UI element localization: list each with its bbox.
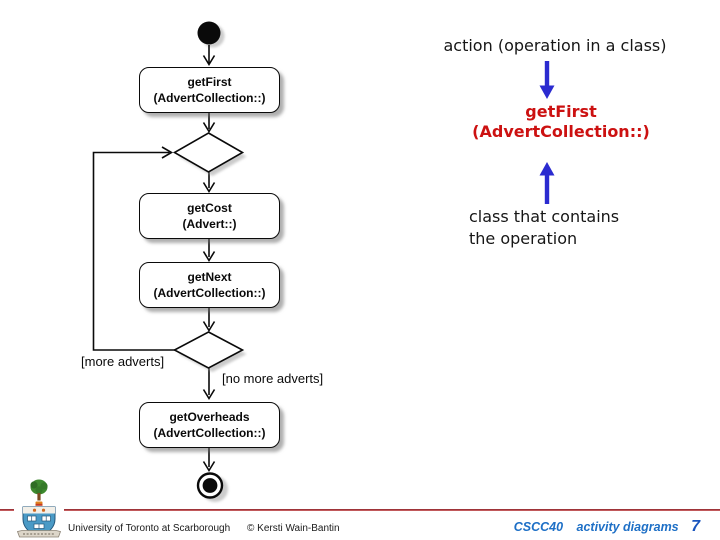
course-code: CSCC40 <box>513 520 564 534</box>
action-box-label: getNext <box>187 270 232 284</box>
guard-label-no-more-adverts: [no more adverts] <box>222 371 324 386</box>
footer-copyright: © Kersti Wain-Bantin <box>247 523 340 534</box>
action-box-class: (AdvertCollection::) <box>153 426 266 440</box>
university-of-toronto-crest-logo <box>14 477 64 540</box>
action-box-getnext: getNext (AdvertCollection::) <box>139 262 280 308</box>
end-node-icon <box>196 472 228 502</box>
annotation-class-label: class that contains the operation <box>469 207 620 248</box>
highlight-class: (AdvertCollection::) <box>472 122 650 141</box>
annotation-highlight-text: getFirst (AdvertCollection::) <box>432 102 690 142</box>
action-box-class: (AdvertCollection::) <box>153 286 266 300</box>
highlight-operation: getFirst <box>525 102 597 121</box>
guard-label-more-adverts: [more adverts] <box>81 354 165 369</box>
decision-diamond-1 <box>172 132 247 176</box>
page-number: 7 <box>691 518 700 535</box>
action-box-label: getFirst <box>187 75 232 89</box>
footer-institution: University of Toronto at Scarborough <box>68 523 231 534</box>
annotation-arrow-down-icon <box>539 61 555 99</box>
edge-loop-back <box>92 151 175 351</box>
action-box-label: getOverheads <box>169 410 250 424</box>
annotation-action-label: action (operation in a class) <box>443 36 667 55</box>
action-box-getcost: getCost (Advert::) <box>139 193 280 239</box>
action-box-class: (Advert::) <box>182 217 237 231</box>
decision-diamond-2 <box>172 331 247 372</box>
start-node-icon <box>197 21 225 48</box>
footer-course-info: CSCC40 activity diagrams 7 <box>498 518 700 536</box>
action-box-getfirst: getFirst (AdvertCollection::) <box>139 67 280 113</box>
annotation-arrow-up-icon <box>539 162 555 204</box>
course-topic: activity diagrams <box>576 520 679 534</box>
footer-divider-line <box>0 509 720 511</box>
crest-icon <box>16 479 62 537</box>
action-box-label: getCost <box>187 201 232 215</box>
action-box-class: (AdvertCollection::) <box>153 91 266 105</box>
action-box-getoverheads: getOverheads (AdvertCollection::) <box>139 402 280 448</box>
